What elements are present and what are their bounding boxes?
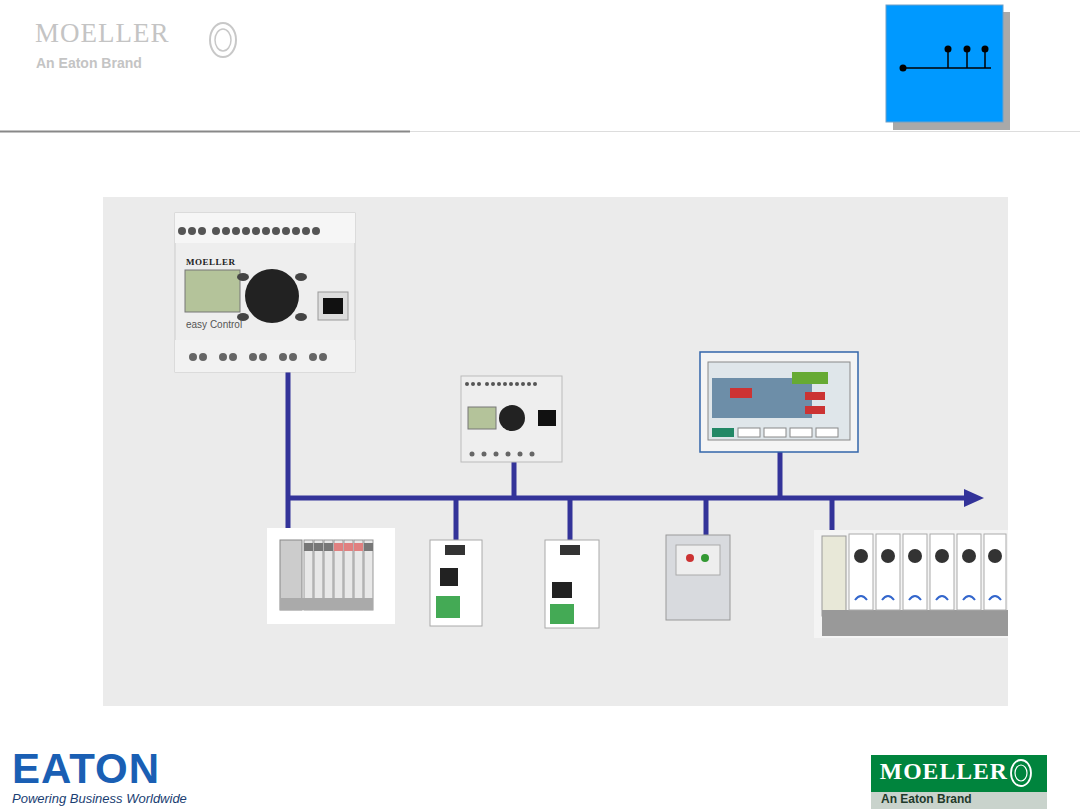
eaton-logo-text: EATON [12,746,160,792]
header-rule-dark [0,131,410,133]
motor-starter-group [814,530,1008,638]
moeller-emblem [210,23,236,57]
eaton-slogan: Powering Business Worldwide [12,792,187,806]
controller-module [430,540,482,626]
easy-control-small [461,376,562,462]
brand-logo-text: MOELLER [35,19,170,49]
brand-box [871,755,1047,792]
brand-logo-text: MOELLER [880,758,1008,784]
device-brand: MOELLER [186,258,236,268]
device-model: easy Control [186,319,242,330]
header-rule [0,131,1080,132]
brand-tagline: An Eaton Brand [36,56,142,71]
bus-icon [886,5,1010,130]
controller-module [545,540,599,628]
moeller-emblem [1011,760,1031,786]
diagram-panel [103,197,1008,706]
brand-tagline: An Eaton Brand [881,793,972,806]
bus-arrowhead [964,489,984,507]
hmi-panel [700,352,858,452]
easy-control-large [175,213,355,372]
frequency-inverter [666,535,730,620]
brand-band [871,792,1047,809]
io-module [267,528,395,624]
